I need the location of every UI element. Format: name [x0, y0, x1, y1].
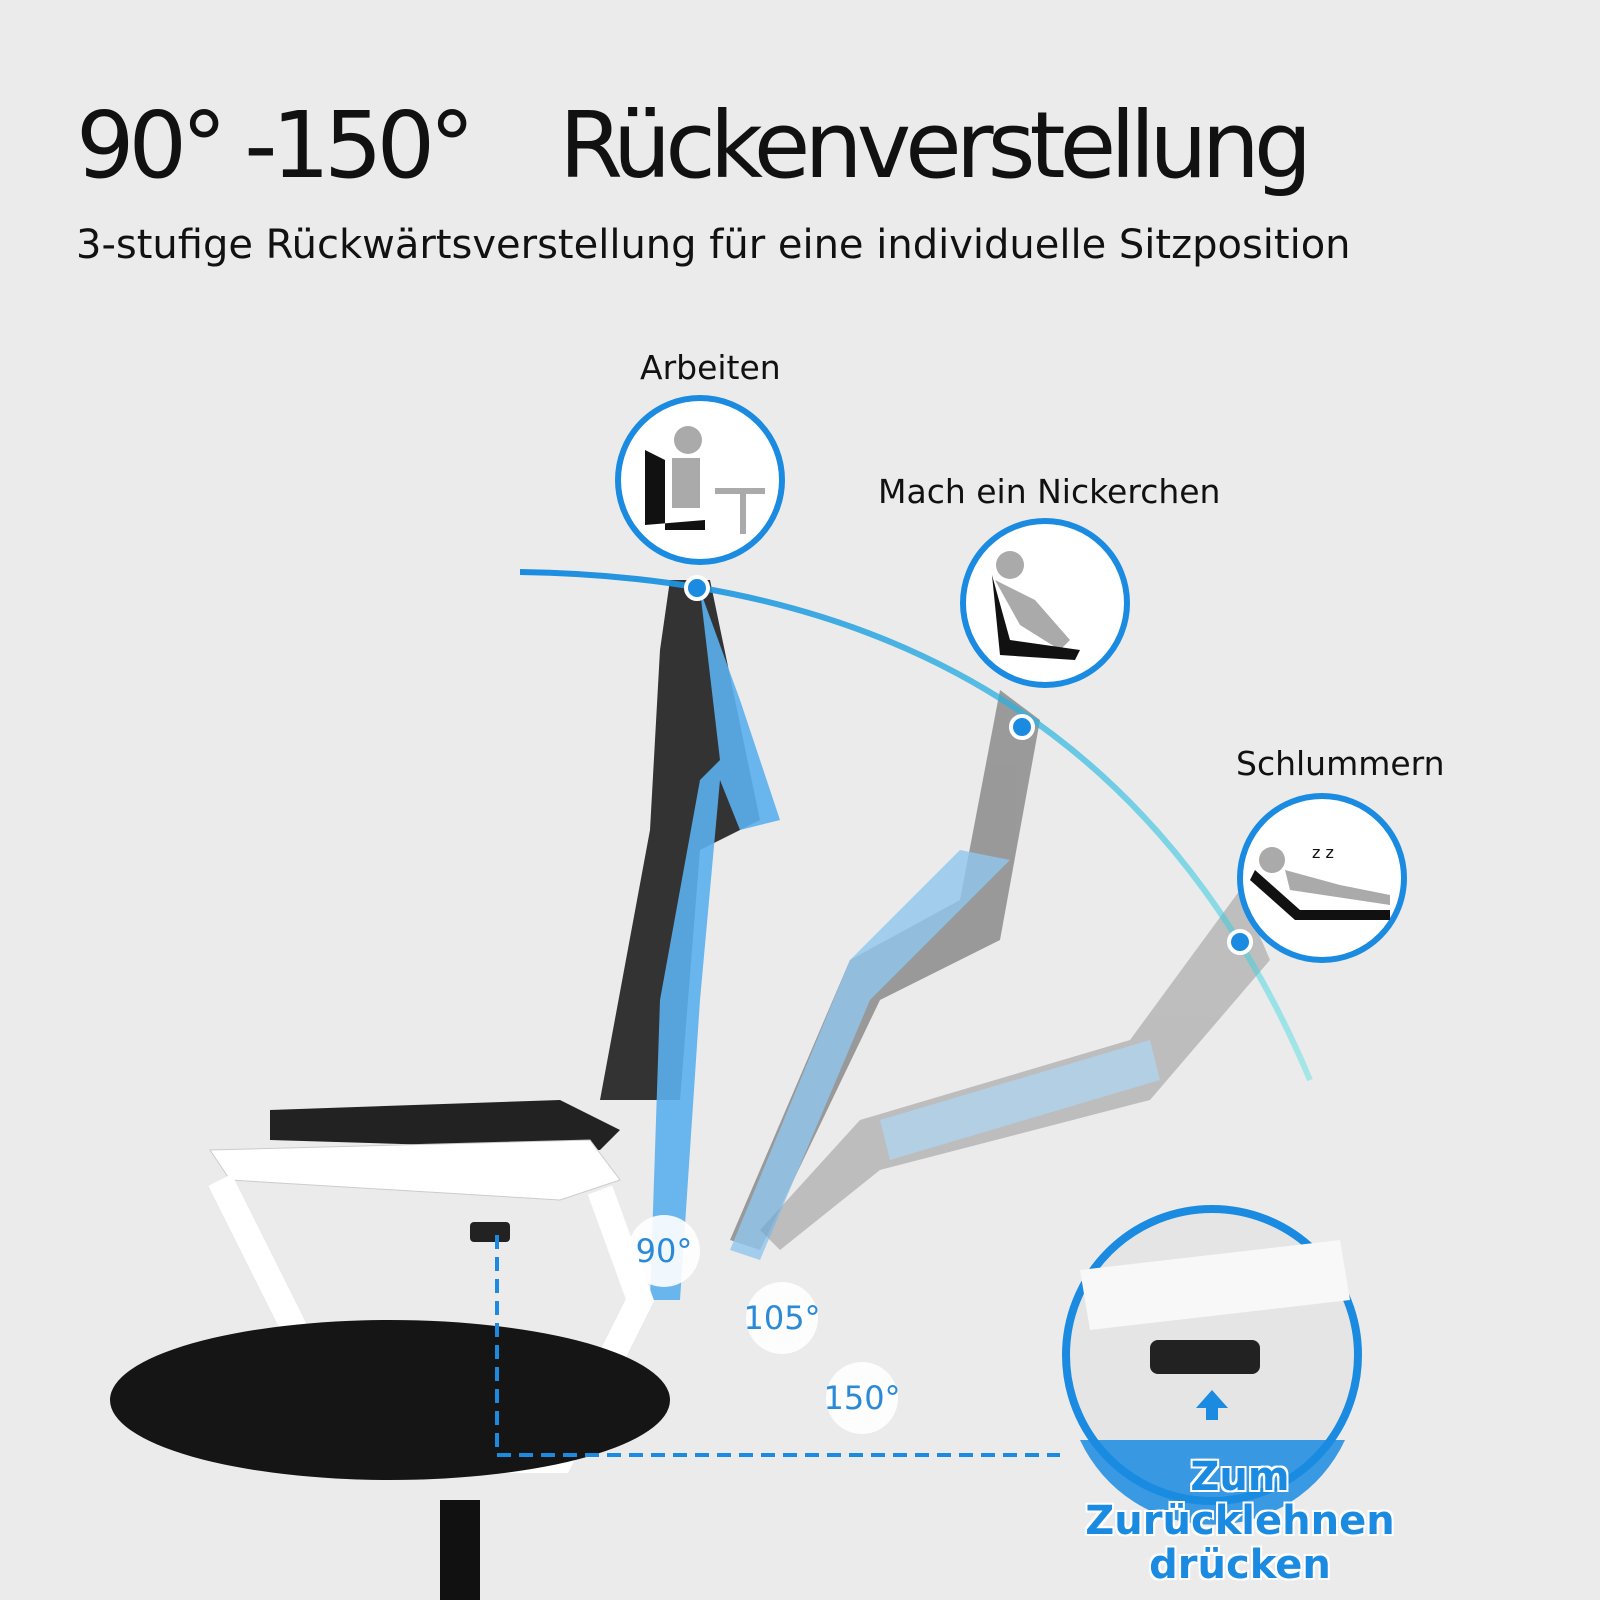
- angle-badge-150: 150°: [823, 1362, 901, 1434]
- arc-markers: [684, 575, 1253, 955]
- recline-lever[interactable]: [470, 1222, 510, 1242]
- armrest-frame: [209, 1139, 621, 1201]
- position-label-nickerchen: Mach ein Nickerchen: [878, 472, 1221, 511]
- lever-closeup: [1062, 1205, 1362, 1525]
- title-range: 90° -150°: [76, 92, 475, 199]
- leader-line: [495, 1235, 1060, 1457]
- arrow-up-icon: [1196, 1390, 1228, 1420]
- caption-line-1: Zum Zurücklehnen: [1085, 1454, 1395, 1544]
- chair-stem: [440, 1500, 480, 1600]
- backrest-90: [600, 580, 780, 1300]
- caption-line-2: drücken: [1149, 1542, 1331, 1588]
- arc-marker-90: [684, 575, 710, 601]
- napping-person-icon: [960, 518, 1130, 688]
- angle-badge-90: 90°: [628, 1215, 700, 1287]
- page-title: 90° -150° Rückenverstellung: [76, 92, 1312, 199]
- angle-badge-105: 105°: [743, 1282, 821, 1354]
- sleeping-person-icon: z z: [1237, 793, 1407, 963]
- working-person-icon: [615, 395, 785, 565]
- position-label-arbeiten: Arbeiten: [640, 348, 781, 387]
- title-word: Rückenverstellung: [559, 92, 1312, 199]
- backrest-105: [730, 690, 1040, 1260]
- armrest-top: [270, 1100, 620, 1150]
- backrest-150: [760, 890, 1270, 1250]
- arc-marker-105: [1009, 714, 1035, 740]
- press-to-recline-caption: Zum Zurücklehnen drücken: [1030, 1455, 1450, 1587]
- seat-cushion: [110, 1320, 670, 1480]
- svg-text:z z: z z: [1312, 843, 1334, 862]
- arc-marker-150: [1227, 929, 1253, 955]
- position-label-schlummern: Schlummern: [1236, 744, 1445, 783]
- subtitle: 3-stufige Rückwärtsverstellung für eine …: [76, 222, 1351, 268]
